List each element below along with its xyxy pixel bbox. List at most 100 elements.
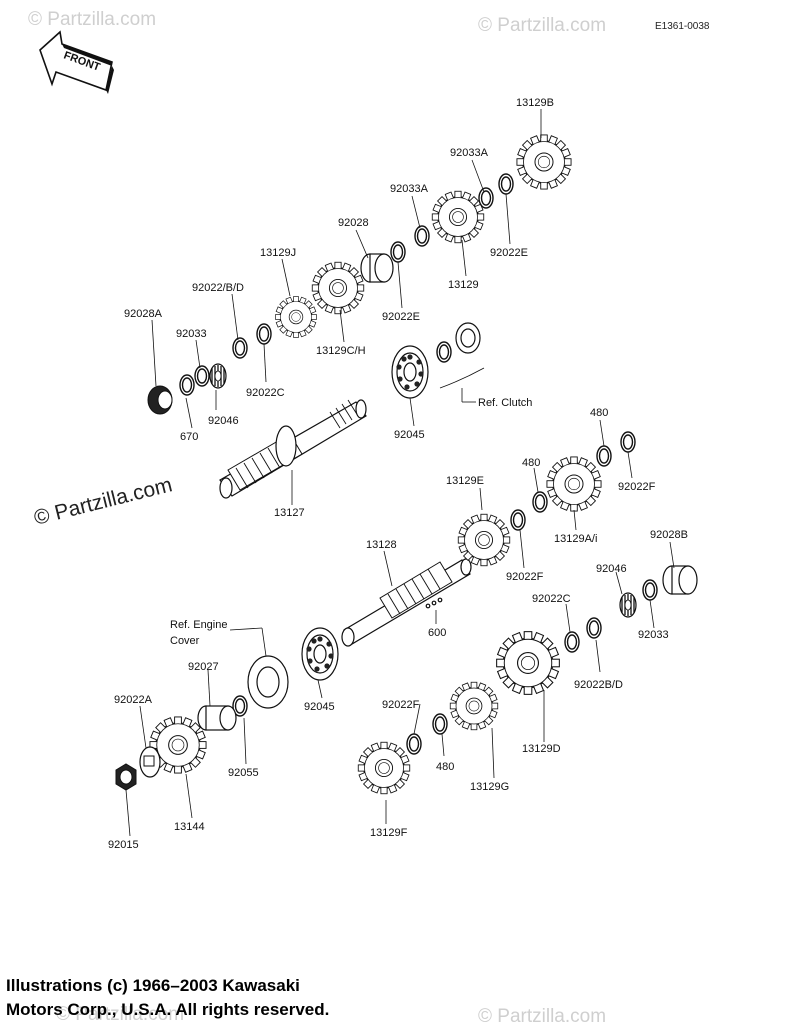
gear-13129Ai (546, 456, 602, 512)
label-92033-top: 92033 (176, 328, 207, 340)
ref-clutch-collar (455, 322, 481, 354)
label-670: 670 (180, 431, 198, 443)
label-ref-engine: Ref. Engine (170, 619, 227, 631)
label-13129G: 13129G (470, 781, 509, 793)
label-ref-cover: Cover (170, 635, 200, 647)
label-13129E: 13129E (446, 475, 484, 487)
label-92022F-bot: 92022F (382, 699, 420, 711)
circlip-92033A-top (478, 187, 494, 209)
gear-13129 (431, 190, 485, 244)
washer-92022F-right (620, 431, 636, 453)
gear-13129B (516, 134, 572, 190)
washer-92022F-bot (406, 733, 422, 755)
label-13129F: 13129F (370, 827, 408, 839)
circlip-92033 (194, 365, 210, 387)
washer-92022A (139, 746, 161, 778)
upper-shaft-assembly (147, 134, 572, 499)
label-92022BD-bot: 92022B/D (574, 679, 623, 691)
label-92015: 92015 (108, 839, 139, 851)
label-13129: 13129 (448, 279, 479, 291)
watermark-top-right: © Partzilla.com (478, 15, 606, 36)
ref-engine-cover-seal (247, 655, 289, 709)
label-92033-bot: 92033 (638, 629, 669, 641)
label-92033A: 92033A (390, 183, 429, 195)
gear-13129CH (311, 261, 365, 315)
label-92022C-top: 92022C (246, 387, 285, 399)
washer-92022BD (232, 337, 248, 359)
label-92022C-bot: 92022C (532, 593, 571, 605)
watermark-center-left: © Partzilla.com (32, 473, 175, 530)
washer-670 (179, 374, 195, 396)
washer-92022F-mid (510, 509, 526, 531)
needle-bearing-92046 (209, 363, 227, 389)
gear-13129F (357, 741, 411, 795)
circlip-92033-bot (642, 579, 658, 601)
copyright-line-2: Motors Corp., U.S.A. All rights reserved… (6, 1000, 330, 1019)
shaft-13127 (219, 399, 367, 499)
gear-13129G (449, 681, 499, 731)
circlip-480-b (532, 491, 548, 513)
needle-bearing-92046-bot (619, 592, 637, 618)
copyright-notice: Illustrations (c) 1966–2003 Kawasaki Mot… (6, 974, 446, 1022)
collar-92028B (662, 565, 698, 595)
leader-lines (125, 109, 675, 837)
label-480-c: 480 (436, 761, 454, 773)
label-92022BD-top: 92022/B/D (192, 282, 244, 294)
nut-92015 (115, 763, 137, 791)
label-13144: 13144 (174, 821, 205, 833)
label-92055: 92055 (228, 767, 259, 779)
washer-92022C-bot (564, 631, 580, 653)
label-92022E-mid: 92022E (382, 311, 420, 323)
label-92027: 92027 (188, 661, 219, 673)
label-92045-top: 92045 (394, 429, 425, 441)
ref-clutch-washer (436, 341, 452, 363)
label-600: 600 (428, 627, 446, 639)
label-92028: 92028 (338, 217, 369, 229)
label-92028A: 92028A (124, 308, 163, 320)
label-13129B: 13129B (516, 97, 554, 109)
label-92022F-right: 92022F (618, 481, 656, 493)
lower-shaft-assembly (115, 431, 698, 795)
watermark-top-left: © Partzilla.com (28, 9, 156, 30)
circlip-92033A (414, 225, 430, 247)
label-92022F-mid: 92022F (506, 571, 544, 583)
bushing-92028 (360, 253, 394, 283)
label-92022A: 92022A (114, 694, 153, 706)
circlip-480-a (596, 445, 612, 467)
label-13129CH: 13129C/H (316, 345, 366, 357)
copyright-line-1: Illustrations (c) 1966–2003 Kawasaki (6, 976, 300, 995)
gear-13129E (457, 513, 511, 567)
label-480-a: 480 (590, 407, 608, 419)
washer-92022E-mid (390, 241, 406, 263)
bearing-92045-bot (301, 627, 339, 681)
shaft-13128 (341, 558, 472, 647)
gear-13129D (496, 631, 560, 695)
watermark-bottom-left: © Partzilla.com (56, 1004, 184, 1025)
label-92045-bot: 92045 (304, 701, 335, 713)
label-92046-top: 92046 (208, 415, 239, 427)
label-92033A-top: 92033A (450, 147, 489, 159)
watermark-bottom-right: © Partzilla.com (478, 1006, 606, 1027)
label-13129D: 13129D (522, 743, 561, 755)
label-92028B: 92028B (650, 529, 688, 541)
label-480-b: 480 (522, 457, 540, 469)
front-arrow-icon: FRONT (39, 30, 114, 94)
washer-92022E-right (498, 173, 514, 195)
nut-92028A (147, 385, 173, 415)
document-code: E1361-0038 (655, 21, 710, 32)
gear-13129J (275, 296, 317, 338)
label-ref-clutch: Ref. Clutch (478, 397, 532, 409)
circlip-480-c (432, 713, 448, 735)
label-13129Ai: 13129A/i (554, 533, 597, 545)
washer-92022C (256, 323, 272, 345)
label-92022E-right: 92022E (490, 247, 528, 259)
label-13129J: 13129J (260, 247, 296, 259)
label-92046-bot: 92046 (596, 563, 627, 575)
washer-92022BD-bot (586, 617, 602, 639)
label-13127: 13127 (274, 507, 305, 519)
part-labels: 13129B 92033A 92033A 92028 13129J 92022/… (108, 97, 688, 851)
bearing-92045-top (391, 345, 429, 399)
label-13128: 13128 (366, 539, 397, 551)
collar-92027 (197, 705, 237, 731)
